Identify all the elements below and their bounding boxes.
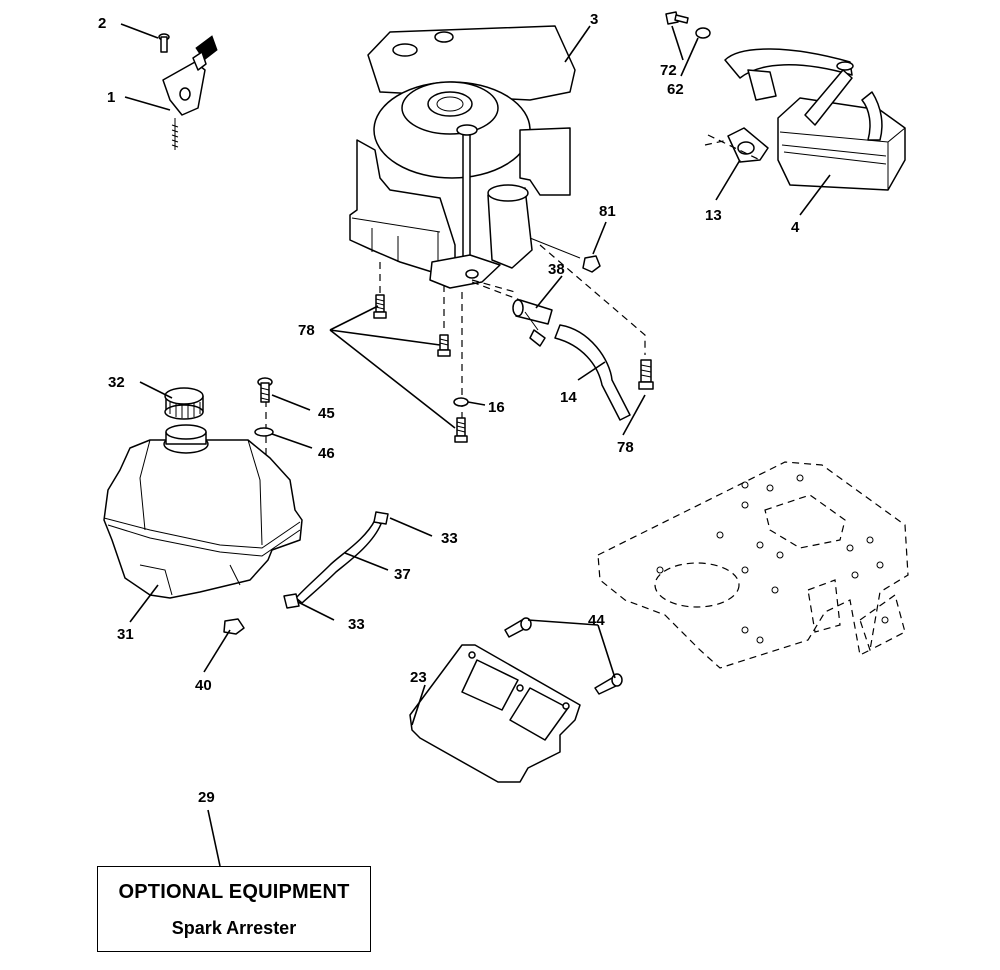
- alignment-lines: [265, 244, 646, 540]
- washer: [254, 427, 274, 437]
- nut: [223, 618, 245, 635]
- callout-37: 37: [394, 566, 411, 583]
- exhaust-gasket: [727, 127, 769, 163]
- callout-38: 38: [548, 261, 565, 278]
- engine-bolt: [638, 359, 654, 390]
- fuel-fitting: [512, 299, 553, 347]
- muffler-part: [724, 48, 906, 191]
- optional-equipment-title: OPTIONAL EQUIPMENT: [118, 881, 350, 903]
- callout-3: 3: [590, 11, 598, 28]
- callout-33-bottom: 33: [348, 616, 365, 633]
- screw: [158, 33, 170, 53]
- spark-arrester-label: Spark Arrester: [171, 918, 297, 938]
- fuel-tank-part: [103, 424, 303, 599]
- callout-32: 32: [108, 374, 125, 391]
- fuel-cap: [164, 387, 204, 420]
- screw: [257, 377, 273, 403]
- callout-29: 29: [198, 789, 215, 806]
- callout-16: 16: [488, 399, 505, 416]
- callout-13: 13: [705, 207, 722, 224]
- heat-shield-part: [409, 644, 581, 783]
- leader-lines: [120, 23, 831, 867]
- screw: [594, 673, 623, 695]
- callout-31: 31: [117, 626, 134, 643]
- screw: [504, 617, 532, 638]
- callout-40: 40: [195, 677, 212, 694]
- callout-2: 2: [98, 15, 106, 32]
- callout-14: 14: [560, 389, 577, 406]
- callout-23: 23: [410, 669, 427, 686]
- washer: [695, 27, 711, 39]
- callout-1: 1: [107, 89, 115, 106]
- throttle-control-part: [162, 35, 218, 150]
- callout-45: 44: [588, 612, 605, 629]
- callout-46: 46: [318, 445, 335, 462]
- hose-clamp: [373, 511, 389, 525]
- hose-clamp: [283, 593, 300, 609]
- callout-78-engine: 78: [298, 322, 315, 339]
- engine-part: [349, 25, 581, 289]
- callout-44: 45: [318, 405, 335, 422]
- callout-4: 4: [791, 219, 800, 236]
- nut: [582, 255, 601, 273]
- engine-bolt: [454, 417, 468, 443]
- fuel-line: [554, 324, 631, 421]
- callout-72: 72: [660, 62, 677, 79]
- screw: [665, 11, 689, 25]
- callout-labels: 2 1 3 72 62 13 4 81 38 78 14 16 78 32 45…: [98, 11, 800, 806]
- frame-outline: [597, 461, 909, 669]
- callout-81: 81: [599, 203, 616, 220]
- optional-equipment-box: OPTIONAL EQUIPMENT Spark Arrester: [97, 866, 371, 952]
- callout-78-fuel-line: 78: [617, 439, 634, 456]
- callout-33-top: 33: [441, 530, 458, 547]
- washer: [453, 397, 469, 407]
- callout-62: 62: [667, 81, 684, 98]
